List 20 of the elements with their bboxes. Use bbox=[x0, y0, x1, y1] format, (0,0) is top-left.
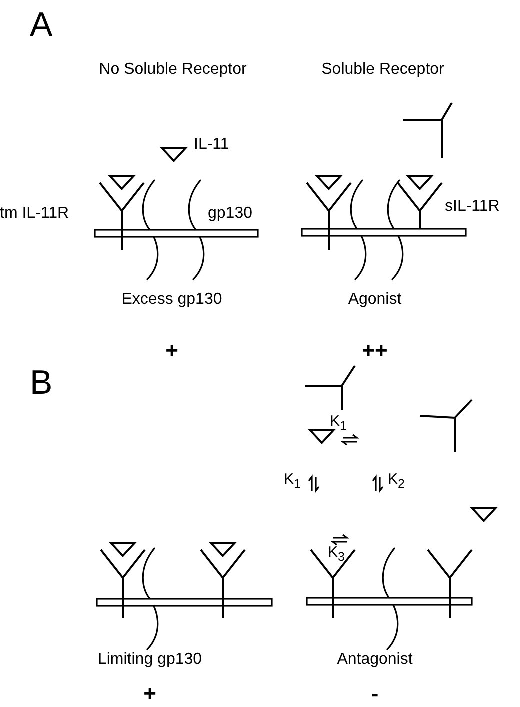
outcome-label: Antagonist bbox=[337, 652, 413, 668]
outcome-label: Limiting gp130 bbox=[98, 652, 202, 668]
activity-sign: + bbox=[166, 340, 178, 362]
panel-letter: A bbox=[30, 8, 53, 42]
protein-label: tm IL-11R bbox=[0, 206, 70, 222]
protein-label: IL-11 bbox=[194, 137, 230, 153]
column-heading: No Soluble Receptor bbox=[99, 62, 247, 78]
rate-constant-label: K$_{1}$ bbox=[330, 414, 347, 432]
activity-sign: - bbox=[371, 683, 379, 705]
activity-sign: ++ bbox=[362, 340, 388, 362]
activity-sign: + bbox=[144, 683, 156, 705]
outcome-label: Excess gp130 bbox=[122, 292, 222, 308]
rate-constant-label: K$_{1}$ bbox=[284, 472, 301, 490]
panel-letter: B bbox=[30, 366, 53, 400]
protein-label: gp130 bbox=[208, 206, 252, 222]
outcome-label: Agonist bbox=[348, 292, 402, 308]
column-heading: Soluble Receptor bbox=[322, 62, 444, 78]
rate-constant-label: K$_{2}$ bbox=[388, 472, 405, 490]
protein-label: sIL-11R bbox=[445, 199, 500, 215]
rate-constant-label: K$_{3}$ bbox=[328, 545, 345, 564]
